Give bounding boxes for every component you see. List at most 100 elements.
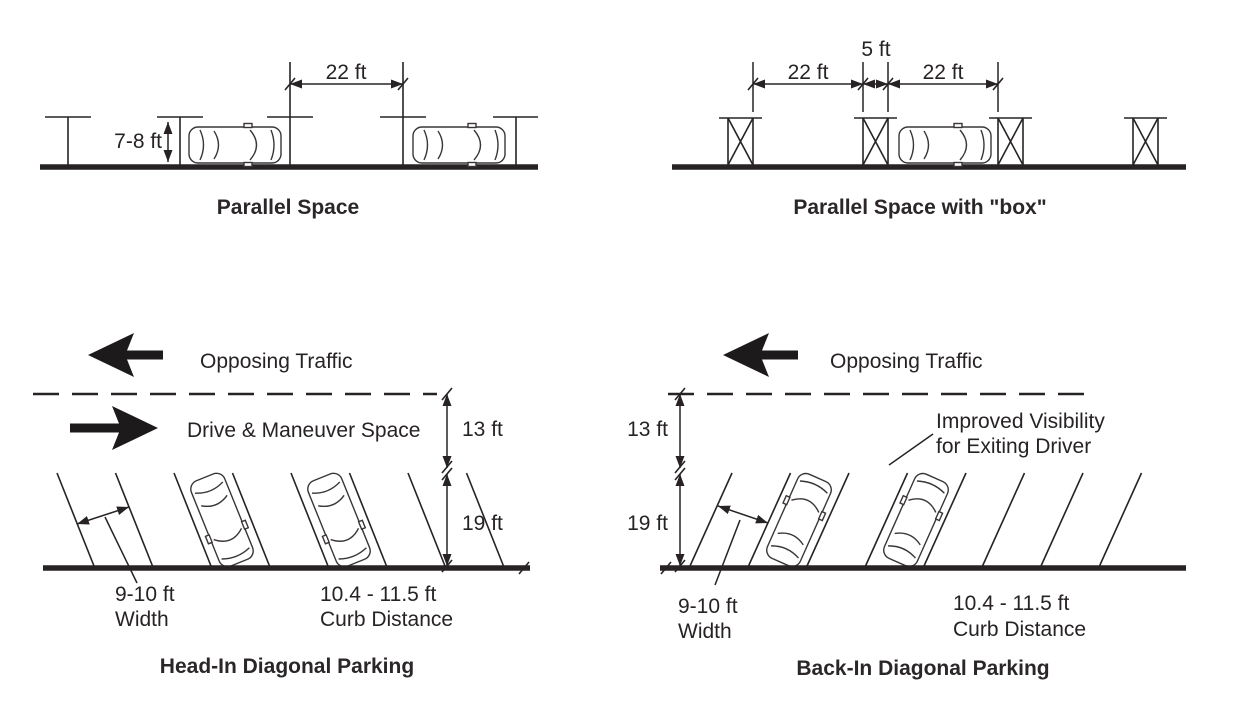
right-space-label: 22 ft — [923, 61, 964, 84]
stall-line — [923, 472, 967, 567]
stall-depth-dimension: 19 ft — [627, 467, 686, 573]
parallel-space-with-box-panel: 22 ft 5 ft 22 ft Parallel Space with "bo… — [672, 38, 1186, 219]
panel-title: Parallel Space — [217, 196, 359, 219]
stall-width-label-line2: Width — [115, 608, 169, 631]
stall-line — [465, 472, 505, 567]
stall-line — [56, 472, 95, 567]
dim-tick — [857, 77, 869, 91]
parked-car — [184, 468, 260, 572]
stall-line — [407, 472, 446, 567]
curb-distance-label-line2: Curb Distance — [953, 618, 1086, 641]
dim-tick — [284, 77, 296, 91]
dim-tick — [441, 387, 453, 401]
box-cross — [997, 117, 1024, 166]
dimensions: 22 ft 5 ft 22 ft — [747, 38, 1004, 112]
dim-tick — [397, 77, 409, 91]
visibility-label-line1: Improved Visibility — [936, 410, 1105, 433]
box-width-label: 5 ft — [861, 38, 890, 61]
opposing-traffic-label: Opposing Traffic — [830, 350, 983, 373]
opposing-traffic-left-arrow-icon — [723, 333, 798, 377]
curb-distance-label-line1: 10.4 - 11.5 ft — [320, 583, 437, 606]
parked-car — [301, 468, 377, 572]
curb-distance-callout: 10.4 - 11.5 ft Curb Distance — [320, 583, 453, 631]
stall-width-label-line1: 9-10 ft — [115, 583, 175, 606]
panel-title: Head-In Diagonal Parking — [160, 655, 414, 678]
stall-depth-label: 19 ft — [462, 512, 503, 535]
parked-car — [759, 468, 839, 572]
box-cross — [862, 117, 889, 166]
curb-distance-label-line2: Curb Distance — [320, 608, 453, 631]
curb-distance-callout: 10.4 - 11.5 ft Curb Distance — [953, 592, 1086, 641]
leader-line — [714, 519, 741, 586]
parked-car — [188, 122, 282, 168]
lane-depth-dimension: 13 ft — [627, 387, 686, 474]
stall-line — [747, 472, 792, 567]
stall-depth-label: 19 ft — [627, 512, 668, 535]
parallel-space-panel: 22 ft 7-8 ft Parallel Space — [40, 61, 538, 219]
space-width-dimension: 7-8 ft — [114, 122, 173, 162]
stall-width-label-line1: 9-10 ft — [678, 595, 738, 618]
stall-width-callout: 9-10 ft Width — [678, 505, 769, 643]
t-marker — [267, 62, 313, 165]
drive-maneuver-label: Drive & Maneuver Space — [187, 419, 420, 442]
curb-tick — [660, 561, 672, 575]
opposing-traffic-left-arrow-icon — [88, 333, 163, 377]
stall-line — [981, 472, 1026, 567]
drive-direction-right-arrow-icon — [70, 406, 158, 450]
box-cross — [727, 117, 754, 166]
stall-width-label-line2: Width — [678, 620, 732, 643]
space-width-label: 7-8 ft — [114, 130, 162, 153]
t-marker — [380, 62, 426, 165]
dim-tick — [441, 559, 453, 573]
visibility-label-line2: for Exiting Driver — [936, 435, 1091, 458]
lane-depth-dimension: 13 ft — [441, 387, 503, 474]
dim-tick — [441, 460, 453, 474]
t-markers — [45, 62, 538, 165]
opposing-traffic-label: Opposing Traffic — [200, 350, 353, 373]
curb-tick — [518, 561, 530, 575]
curb-distance-label-line1: 10.4 - 11.5 ft — [953, 592, 1070, 615]
stall-width-arrow — [76, 506, 130, 525]
left-space-label: 22 ft — [788, 61, 829, 84]
box-marker — [719, 117, 762, 166]
parked-car — [876, 468, 956, 572]
stall-width-arrow — [717, 505, 769, 524]
parked-car — [898, 122, 992, 168]
stall-line — [231, 472, 271, 567]
box-marker — [1124, 117, 1167, 166]
stall-line — [806, 472, 850, 567]
stall-line — [290, 472, 329, 567]
t-marker — [493, 116, 538, 165]
stall-lines — [689, 472, 1143, 567]
dim-tick — [674, 559, 686, 573]
dim-tick — [674, 387, 686, 401]
lane-depth-label: 13 ft — [627, 418, 668, 441]
leader-line — [888, 433, 934, 466]
dim-tick — [747, 77, 759, 91]
stall-line — [348, 472, 388, 567]
stall-line — [1040, 472, 1084, 567]
visibility-callout: Improved Visibility for Exiting Driver — [888, 410, 1105, 466]
dim-tick — [992, 77, 1004, 91]
head-in-diagonal-panel: Opposing Traffic Drive & Maneuver Space … — [33, 333, 530, 678]
t-marker — [157, 116, 203, 165]
box-marker — [854, 117, 897, 166]
stall-depth-dimension: 19 ft — [441, 467, 503, 573]
box-markers — [719, 117, 1167, 166]
dim-tick — [441, 467, 453, 481]
box-marker — [989, 117, 1032, 166]
stall-line — [689, 472, 733, 567]
stall-width-callout: 9-10 ft Width — [76, 506, 175, 631]
dim-tick — [674, 460, 686, 474]
panel-title: Parallel Space with "box" — [793, 196, 1046, 219]
stall-line — [173, 472, 212, 567]
space-length-label: 22 ft — [326, 61, 367, 84]
parked-car — [412, 122, 506, 168]
box-cross — [1132, 117, 1159, 166]
lane-depth-label: 13 ft — [462, 418, 503, 441]
t-marker — [45, 116, 91, 165]
panel-title: Back-In Diagonal Parking — [796, 657, 1049, 680]
stall-lines — [56, 472, 505, 567]
